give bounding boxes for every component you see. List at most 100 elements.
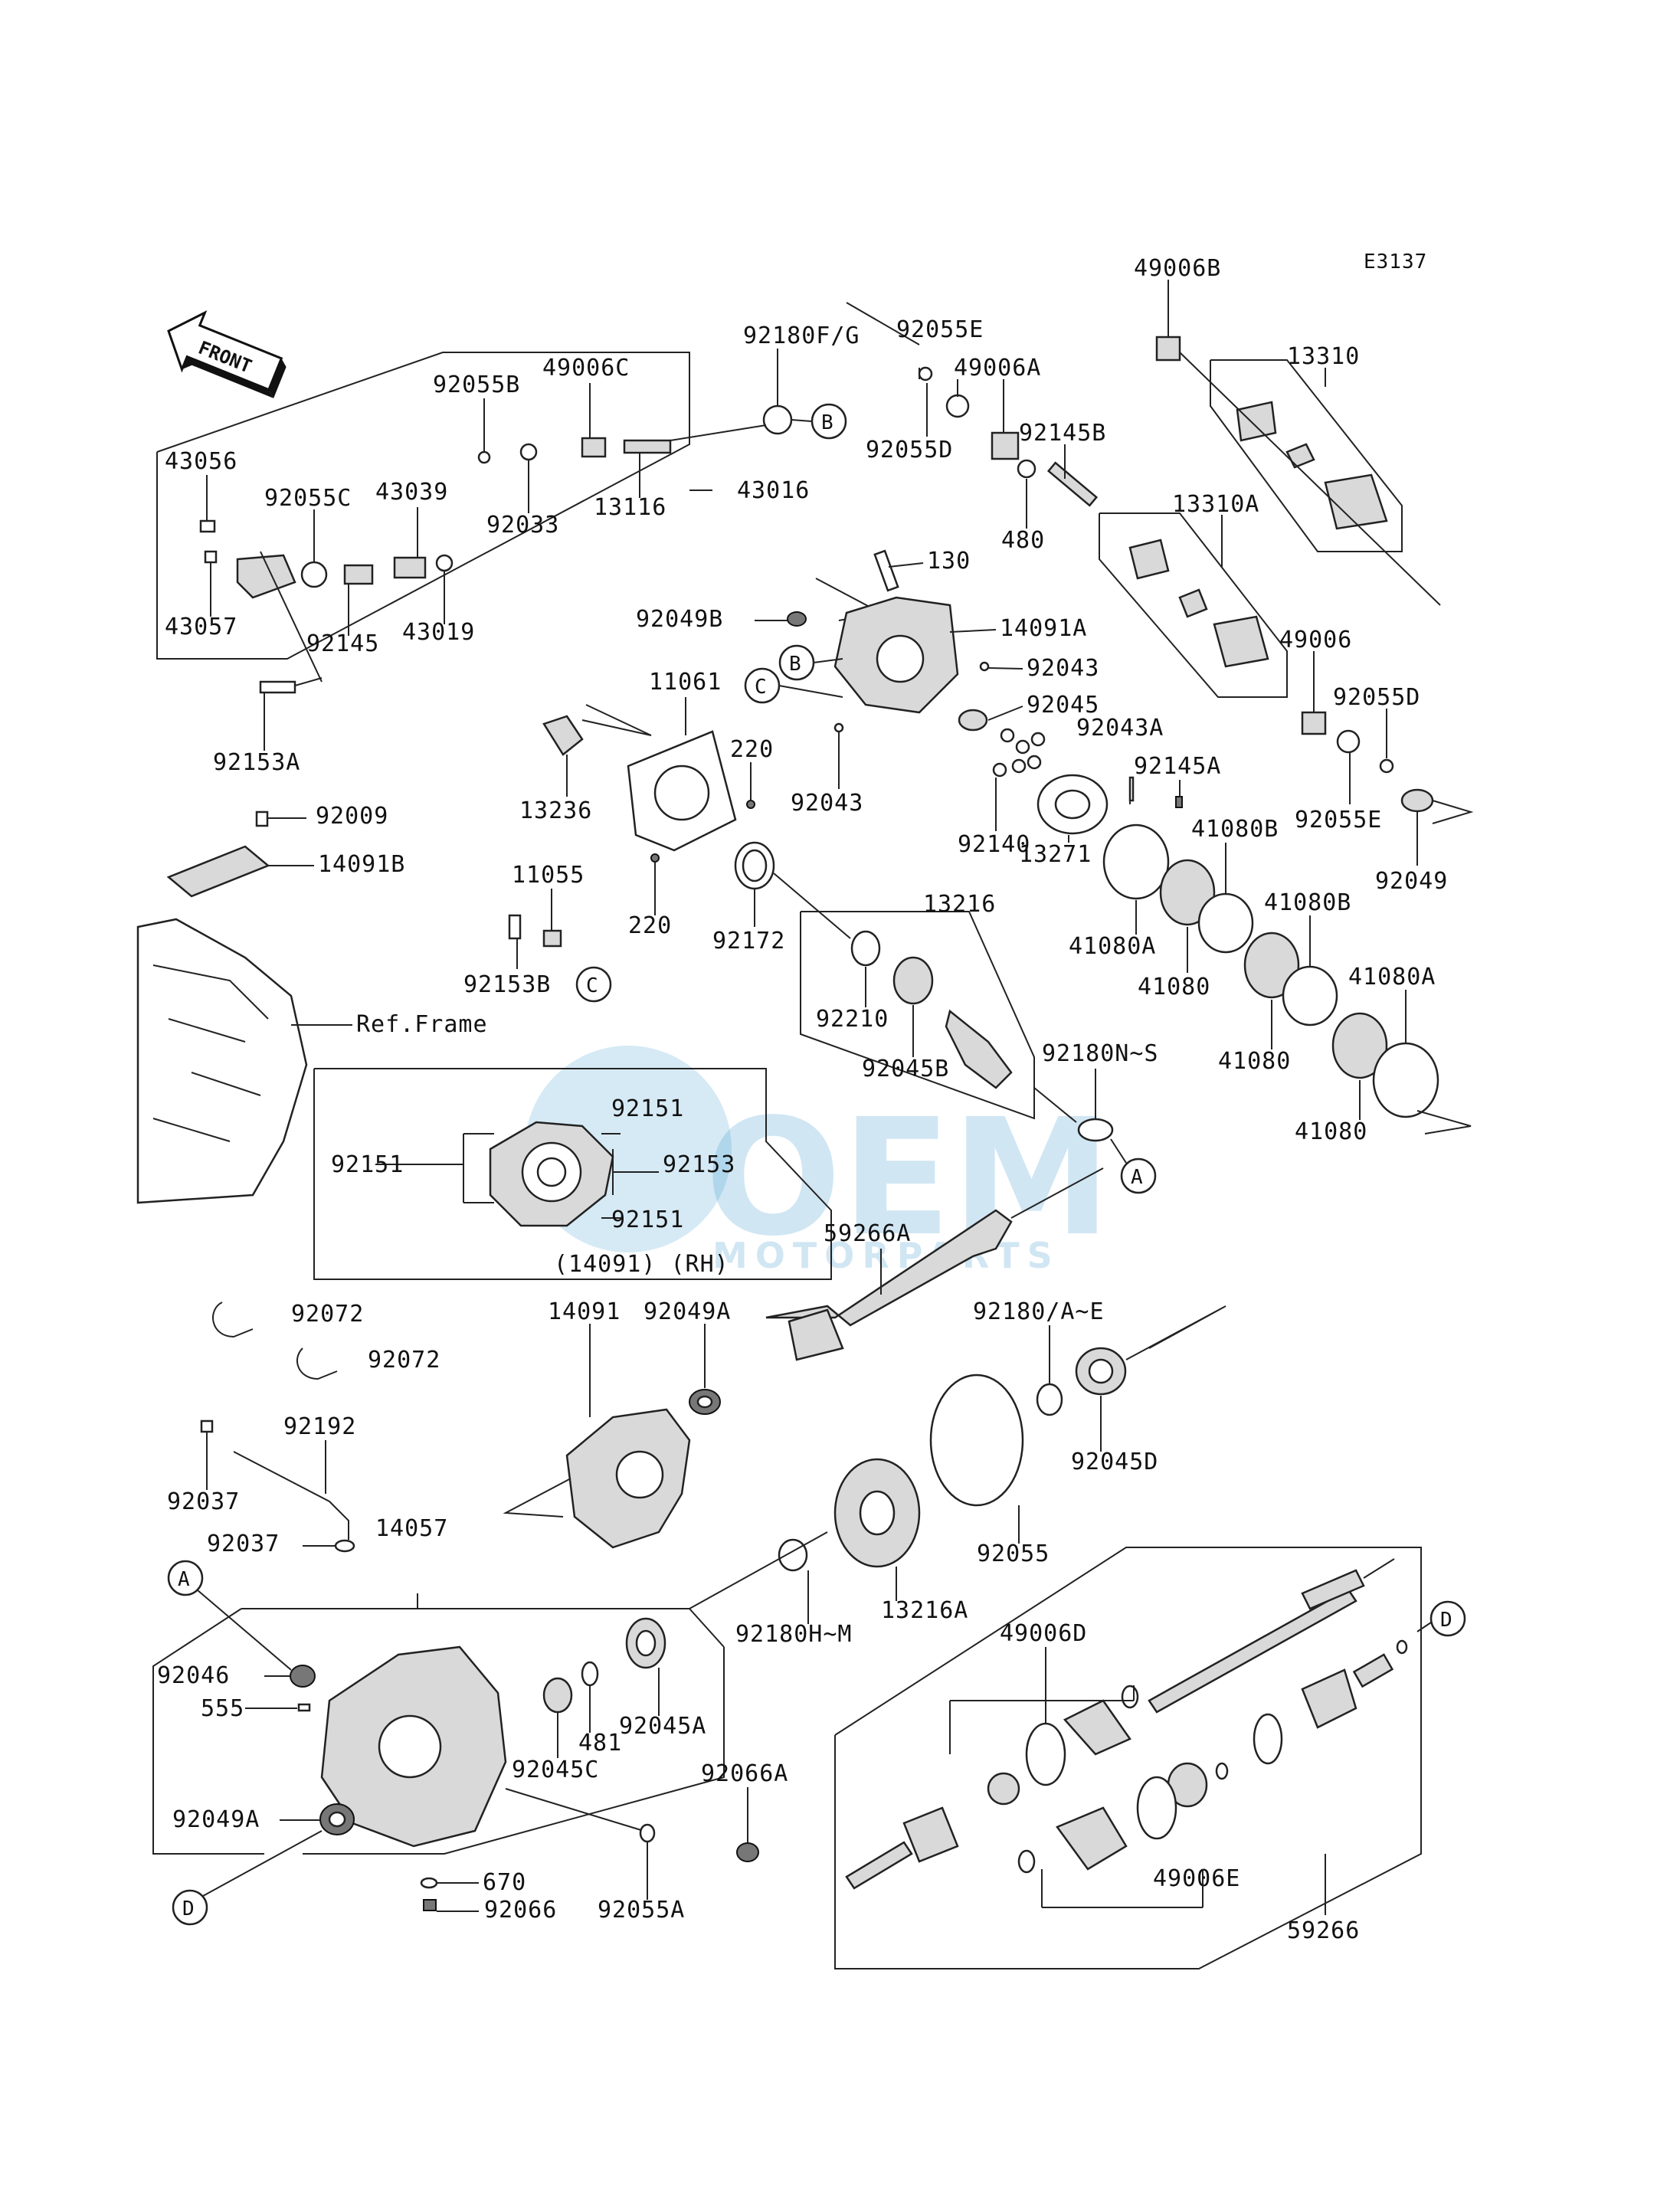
label-220b: 220	[628, 912, 672, 939]
cv-outer	[1301, 1668, 1357, 1729]
oring-92055E-t	[945, 394, 970, 418]
clamp-92037b	[334, 1539, 355, 1553]
label-92033: 92033	[486, 512, 559, 539]
label-92046: 92046	[157, 1662, 230, 1689]
housing-14057	[152, 1593, 759, 1911]
shim-92180NS	[1077, 1118, 1114, 1142]
callout-D-right: D	[1416, 1600, 1466, 1637]
diagram-code: E3137	[1364, 250, 1427, 273]
axle-59266A	[765, 1167, 1104, 1361]
pin-220a	[746, 800, 755, 809]
seal-49006A	[991, 431, 1020, 460]
seal-92046	[290, 1665, 316, 1688]
collar-11055	[542, 929, 562, 948]
disc-41080-3	[1331, 1012, 1388, 1079]
svg-text:C: C	[755, 676, 768, 699]
disc-41080-1	[1159, 859, 1216, 926]
shim-92180AE	[1036, 1383, 1063, 1416]
ball-2	[1015, 739, 1030, 755]
pinion-13216	[945, 1009, 1013, 1089]
shaft-13116	[623, 439, 672, 454]
callout-B-mid: B	[778, 644, 843, 681]
bolt-43056	[199, 519, 216, 533]
label-220a: 220	[730, 736, 774, 763]
bolt-130	[873, 549, 899, 592]
seal-92210	[850, 930, 881, 967]
spring-92145B	[1046, 461, 1099, 507]
pinion-13216-group	[800, 911, 1114, 1142]
plug-92180FG	[762, 404, 793, 435]
label-41080-1: 41080	[1138, 974, 1210, 1000]
spring-92145A	[1175, 796, 1183, 808]
gasket-670	[420, 1877, 438, 1889]
seal-92049-r	[1400, 788, 1434, 813]
label-11055: 11055	[512, 862, 585, 889]
label-59266A: 59266A	[824, 1220, 911, 1247]
label-49006B: 49006B	[1134, 255, 1221, 282]
gasket-area	[508, 704, 851, 948]
label-49006C: 49006C	[542, 355, 630, 381]
gear-case-14091A	[787, 549, 990, 733]
svg-text:B: B	[789, 653, 802, 676]
pin-43057	[204, 550, 218, 564]
label-92045B: 92045B	[862, 1056, 949, 1082]
ring-481	[581, 1661, 599, 1687]
ring-92033	[519, 443, 538, 461]
yoke-assembly-13310A	[1099, 512, 1474, 824]
yoke-assembly-13310	[1155, 336, 1441, 606]
clutch-pack-41080	[992, 728, 1472, 1135]
label-92180HM: 92180H~M	[735, 1621, 853, 1648]
washer-43019	[435, 554, 454, 572]
oring-92055	[929, 1374, 1024, 1507]
yoke-4	[1213, 615, 1269, 668]
pin-92043a	[979, 661, 990, 672]
callout-A-mid: A	[1110, 1138, 1157, 1194]
oring-92055C	[300, 561, 328, 588]
svg-text:A: A	[178, 1568, 191, 1591]
label-92049B: 92049B	[636, 606, 723, 633]
label-43019: 43019	[402, 619, 475, 646]
label-49006A: 49006A	[954, 355, 1041, 381]
label-13216: 13216	[923, 891, 996, 918]
spring-92145	[343, 564, 374, 585]
label-555: 555	[201, 1695, 244, 1722]
plug-92066	[423, 1899, 437, 1911]
bearing-92045	[958, 709, 988, 732]
label-13116: 13116	[594, 494, 666, 521]
yoke-3	[1128, 539, 1170, 580]
leader-lines	[206, 280, 1418, 1915]
oring-92055D-r	[1379, 758, 1394, 774]
label-92045: 92045	[1027, 692, 1099, 719]
label-13310A: 13310A	[1172, 491, 1259, 518]
label-13271: 13271	[1019, 841, 1092, 868]
label-41080A-1: 41080A	[1069, 933, 1156, 960]
oring-92055D-t	[918, 366, 933, 381]
ring-gear-group	[689, 1305, 1226, 1609]
label-670: 670	[483, 1869, 526, 1896]
label-92072b: 92072	[368, 1347, 440, 1374]
label-92037a: 92037	[167, 1488, 240, 1515]
label-92049A-b: 92049A	[172, 1806, 260, 1833]
spider-1	[1285, 443, 1315, 469]
label-92055E-t: 92055E	[896, 316, 984, 343]
label-92043a: 92043	[1027, 655, 1099, 682]
label-49006D: 49006D	[1000, 1620, 1087, 1647]
label-92072a: 92072	[291, 1301, 364, 1328]
label-92153B: 92153B	[463, 971, 551, 998]
plunger-43039	[393, 556, 427, 579]
plate-41080B-2	[1282, 965, 1338, 1026]
label-92009: 92009	[316, 803, 388, 830]
label-11061: 11061	[649, 669, 722, 696]
bracket-14091B	[166, 845, 270, 898]
clip-92072a	[212, 1302, 254, 1338]
bolt-92009	[255, 810, 269, 827]
cv-inner	[902, 1806, 959, 1863]
assembly-43016	[156, 352, 793, 694]
seal-92049B	[787, 611, 807, 627]
frame-area	[136, 810, 352, 1204]
label-41080B-1: 41080B	[1191, 816, 1279, 843]
callout-B-top: B	[791, 403, 847, 440]
label-41080-2: 41080	[1218, 1048, 1291, 1075]
band-49006D	[1025, 1722, 1066, 1786]
